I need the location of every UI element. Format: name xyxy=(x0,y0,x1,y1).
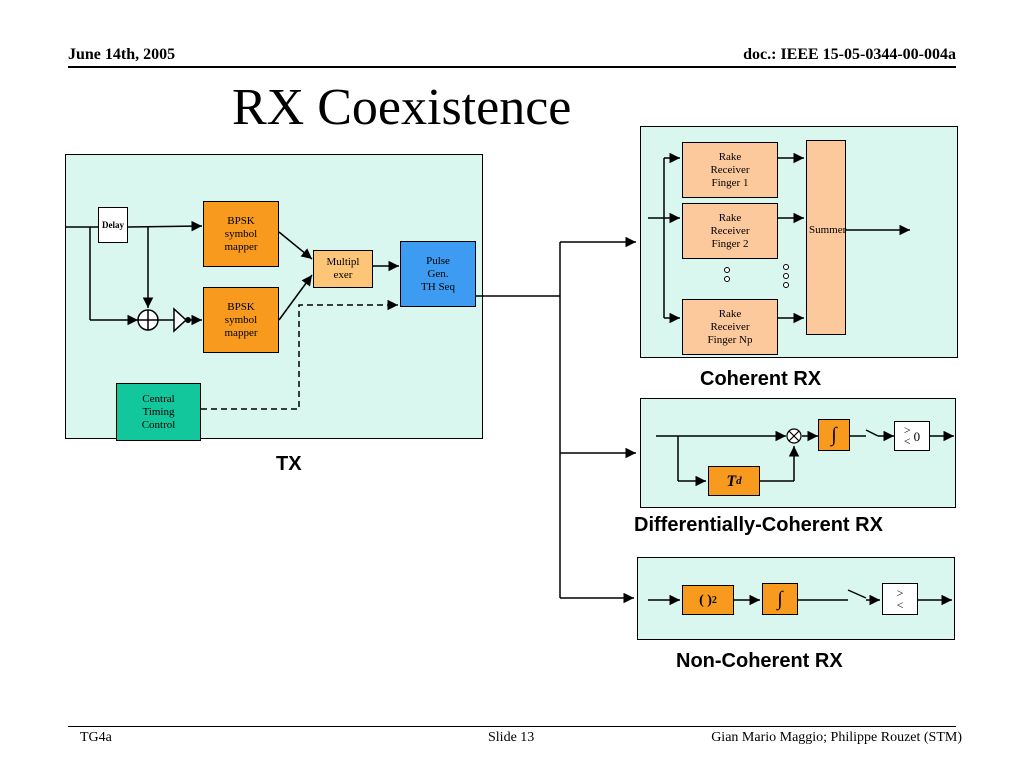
noncoh-gt: > xyxy=(896,586,904,600)
finger2-line-3: Finger 2 xyxy=(711,237,749,250)
multiplexer-block: Multipl exer xyxy=(313,250,373,288)
noncoherent-rx-caption: Non-Coherent RX xyxy=(676,650,843,672)
mux-line-2: exer xyxy=(333,269,353,281)
slide-title: RX Coexistence xyxy=(232,79,572,136)
noncoh-lt: < xyxy=(896,598,904,612)
summer-label: Summer xyxy=(809,224,847,236)
finger2-line-2: Receiver xyxy=(710,224,750,237)
mux-line-1: Multipl xyxy=(326,256,360,268)
bpsk-top-line-2: symbol xyxy=(224,227,258,240)
summer-block: Summer xyxy=(806,140,846,335)
bpsk-top-line-1: BPSK xyxy=(227,214,255,227)
comparator-block-diff: > < 0 xyxy=(894,421,930,451)
timing-line-2: Timing xyxy=(142,405,175,418)
integrator-block-noncoh: ∫ xyxy=(762,583,798,615)
ellipsis-dot-right-3 xyxy=(783,282,789,288)
slide-number: Slide 13 xyxy=(488,730,535,745)
ellipsis-dot-left-2 xyxy=(724,276,730,282)
bpsk-top-line-3: mapper xyxy=(224,240,258,253)
td-letter: T xyxy=(726,472,737,490)
square-exponent: 2 xyxy=(711,594,717,606)
diff-coherent-rx-caption: Differentially-Coherent RX xyxy=(634,514,883,536)
fingernp-line-2: Receiver xyxy=(710,320,750,333)
diff-gt: > xyxy=(903,423,911,437)
timing-line-1: Central xyxy=(142,392,175,405)
diff-zero: 0 xyxy=(913,428,921,444)
rake-finger-np: Rake Receiver Finger Np xyxy=(682,299,778,355)
delay-block: Delay xyxy=(98,207,128,243)
central-timing-control-block: Central Timing Control xyxy=(116,383,201,441)
pulse-line-3: TH Seq xyxy=(421,280,455,293)
delay-label: Delay xyxy=(102,219,124,230)
tx-caption: TX xyxy=(276,453,302,475)
footer-authors: Gian Mario Maggio; Philippe Rouzet (STM) xyxy=(711,730,962,745)
coherent-rx-caption: Coherent RX xyxy=(700,368,822,390)
finger1-line-3: Finger 1 xyxy=(711,176,749,189)
bpsk-bottom-line-1: BPSK xyxy=(227,300,255,313)
footer-rule xyxy=(68,726,956,727)
diff-lt: < xyxy=(903,434,911,448)
finger2-line-1: Rake xyxy=(718,211,742,224)
ellipsis-dot-right-2 xyxy=(783,273,789,279)
bpsk-mapper-bottom: BPSK symbol mapper xyxy=(203,287,279,353)
ellipsis-dot-left-1 xyxy=(724,267,730,273)
diff-coherent-rx-panel xyxy=(640,398,956,508)
integrator-diff-symbol: ∫ xyxy=(831,423,837,446)
bpsk-bottom-line-2: symbol xyxy=(224,313,258,326)
bpsk-mapper-top: BPSK symbol mapper xyxy=(203,201,279,267)
header-rule xyxy=(68,66,956,68)
finger1-line-1: Rake xyxy=(718,150,742,163)
pulse-generator-block: Pulse Gen. TH Seq xyxy=(400,241,476,307)
square-law-block: ( )2 xyxy=(682,585,734,615)
finger1-line-2: Receiver xyxy=(710,163,750,176)
comparator-block-noncoh: > < xyxy=(882,583,918,615)
square-parens: ( ) xyxy=(699,592,712,608)
td-subscript: d xyxy=(736,474,742,487)
bpsk-bottom-line-3: mapper xyxy=(224,326,258,339)
rake-finger-2: Rake Receiver Finger 2 xyxy=(682,203,778,259)
integrator-block-diff: ∫ xyxy=(818,419,850,451)
integrator-noncoh-symbol: ∫ xyxy=(777,587,783,610)
rake-finger-1: Rake Receiver Finger 1 xyxy=(682,142,778,198)
header-doc-id: doc.: IEEE 15-05-0344-00-004a xyxy=(743,46,956,63)
fingernp-line-3: Finger Np xyxy=(707,333,753,346)
ellipsis-dot-right-1 xyxy=(783,264,789,270)
fingernp-line-1: Rake xyxy=(718,307,742,320)
timing-line-3: Control xyxy=(141,418,176,431)
pulse-line-1: Pulse xyxy=(426,254,450,267)
footer-left: TG4a xyxy=(80,730,112,745)
pulse-line-2: Gen. xyxy=(427,267,449,280)
header-date: June 14th, 2005 xyxy=(68,46,176,63)
